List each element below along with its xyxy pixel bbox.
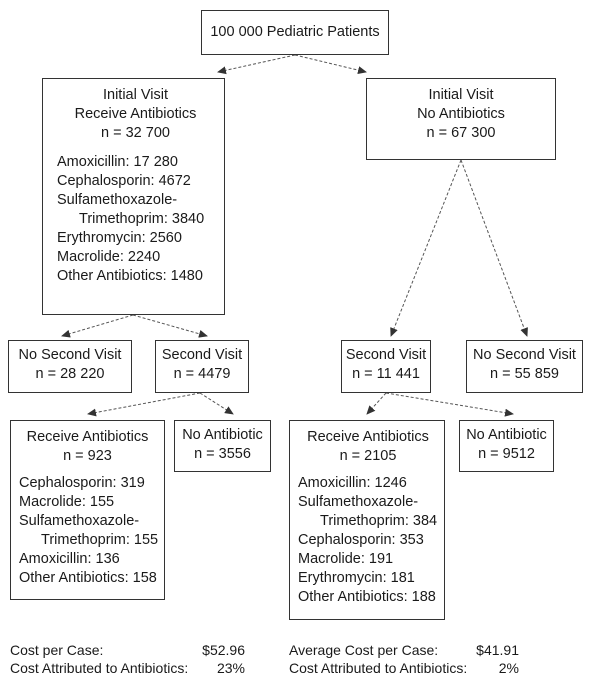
- cost-label: Cost Attributed to Antibiotics:: [289, 660, 468, 676]
- right-no-antibiotic-node: No Antibiotic n = 9512: [459, 420, 554, 472]
- antibiotic-list: Amoxicillin: 1246 Sulfamethoxazole- Trim…: [296, 474, 440, 607]
- node-count: n = 923: [63, 448, 112, 464]
- node-count: n = 67 300: [426, 125, 496, 141]
- cost-label: Average Cost per Case:: [289, 642, 439, 658]
- node-subtitle: No Antibiotics: [417, 106, 505, 122]
- node-title: Receive Antibiotics: [307, 429, 429, 445]
- list-item: Cephalosporin: 319: [19, 475, 145, 491]
- node-count: n = 2105: [339, 448, 397, 464]
- node-title: No Antibiotic: [466, 427, 547, 443]
- list-item: Amoxicillin: 17 280: [57, 154, 178, 170]
- antibiotic-list: Amoxicillin: 17 280 Cephalosporin: 4672 …: [53, 153, 218, 286]
- arrow-root-to-noabx: [294, 54, 367, 75]
- list-item: Erythromycin: 181: [298, 570, 415, 586]
- list-item: Macrolide: 2240: [57, 249, 161, 265]
- root-node: 100 000 Pediatric Patients: [201, 10, 389, 55]
- left-cost-summary: Cost per Case: $52.96 Cost Attributed to…: [10, 641, 245, 677]
- node-title: No Antibiotic: [182, 427, 263, 443]
- node-count: n = 11 441: [352, 366, 420, 382]
- right-receive-antibiotics-node: Receive Antibiotics n = 2105 Amoxicillin…: [289, 420, 445, 620]
- left-receive-antibiotics-node: Receive Antibiotics n = 923 Cephalospori…: [10, 420, 165, 600]
- list-item: Other Antibiotics: 158: [19, 570, 157, 586]
- root-label: 100 000 Pediatric Patients: [210, 24, 380, 40]
- list-item: Cephalosporin: 4672: [57, 173, 191, 189]
- cost-value: 2%: [498, 660, 519, 676]
- node-title: Second Visit: [345, 347, 427, 363]
- arrow-abx-to-second: [132, 314, 208, 338]
- cost-per-case-row: Average Cost per Case: $41.91: [289, 641, 519, 659]
- list-item: Erythromycin: 2560: [57, 230, 182, 246]
- node-count: n = 32 700: [101, 125, 170, 141]
- list-item: Other Antibiotics: 1480: [57, 268, 203, 284]
- node-title: Receive Antibiotics: [26, 429, 149, 445]
- list-item: Amoxicillin: 1246: [298, 475, 407, 491]
- node-title: Initial Visit: [102, 87, 168, 103]
- node-count: n = 4479: [173, 366, 231, 382]
- antibiotic-cost-row: Cost Attributed to Antibiotics: 2%: [289, 659, 519, 677]
- node-title: Initial Visit: [428, 87, 494, 103]
- node-count: n = 3556: [194, 446, 251, 462]
- arrow-rsecond-to-noabx: [385, 392, 514, 417]
- arrow-lsecond-to-noabx: [199, 392, 234, 415]
- antibiotic-list: Cephalosporin: 319 Macrolide: 155 Sulfam…: [15, 474, 160, 588]
- node-count: n = 28 220: [35, 366, 105, 382]
- arrow-noabx-to-second: [390, 159, 462, 337]
- arrow-root-to-abx: [217, 54, 296, 75]
- node-title: No Second Visit: [18, 347, 122, 363]
- arrow-rsecond-to-recv: [366, 392, 387, 415]
- node-subtitle: Receive Antibiotics: [74, 106, 197, 122]
- antibiotic-cost-row: Cost Attributed to Antibiotics: 23%: [10, 659, 245, 677]
- node-count: n = 9512: [478, 446, 535, 462]
- left-no-second-visit-node: No Second Visit n = 28 220: [8, 340, 132, 393]
- list-item: Cephalosporin: 353: [298, 532, 424, 548]
- cost-value: $52.96: [202, 642, 245, 658]
- right-cost-summary: Average Cost per Case: $41.91 Cost Attri…: [289, 641, 519, 677]
- initial-visit-antibiotics-node: Initial Visit Receive Antibiotics n = 32…: [42, 78, 225, 315]
- list-item: Sulfamethoxazole-: [19, 513, 140, 529]
- node-count: n = 55 859: [490, 366, 559, 382]
- list-item: Macrolide: 155: [19, 494, 115, 510]
- list-item: Trimethoprim: 384: [320, 513, 438, 529]
- cost-value: $41.91: [476, 642, 519, 658]
- left-no-antibiotic-node: No Antibiotic n = 3556: [174, 420, 271, 472]
- cost-value: 23%: [216, 660, 245, 676]
- list-item: Amoxicillin: 136: [19, 551, 120, 567]
- node-title: Second Visit: [161, 347, 243, 363]
- list-item: Trimethoprim: 155: [41, 532, 159, 548]
- arrow-lsecond-to-recv: [87, 392, 201, 417]
- arrow-abx-to-nosecond: [61, 314, 134, 338]
- list-item: Macrolide: 191: [298, 551, 394, 567]
- right-second-visit-node: Second Visit n = 11 441: [341, 340, 431, 393]
- left-second-visit-node: Second Visit n = 4479: [155, 340, 249, 393]
- node-title: No Second Visit: [473, 347, 576, 363]
- list-item: Trimethoprim: 3840: [79, 211, 205, 227]
- cost-label: Cost per Case:: [10, 642, 104, 658]
- cost-per-case-row: Cost per Case: $52.96: [10, 641, 245, 659]
- arrow-noabx-to-nosecond: [460, 159, 528, 337]
- cost-label: Cost Attributed to Antibiotics:: [10, 660, 189, 676]
- list-item: Sulfamethoxazole-: [57, 192, 178, 208]
- right-no-second-visit-node: No Second Visit n = 55 859: [466, 340, 583, 393]
- initial-visit-no-antibiotics-node: Initial Visit No Antibiotics n = 67 300: [366, 78, 556, 160]
- list-item: Sulfamethoxazole-: [298, 494, 419, 510]
- list-item: Other Antibiotics: 188: [298, 589, 436, 605]
